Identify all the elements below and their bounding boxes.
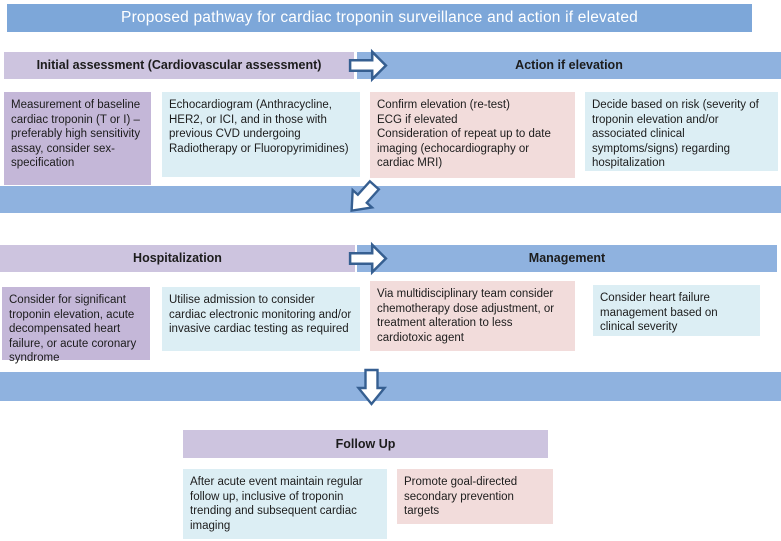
box-risk-decision: Decide based on risk (severity of tropon… xyxy=(585,92,778,171)
box-troponin-measurement: Measurement of baseline cardiac troponin… xyxy=(4,92,151,185)
down-arrow-icon xyxy=(355,368,388,406)
box-follow-up-imaging: After acute event maintain regular follo… xyxy=(183,469,387,539)
header-follow-up: Follow Up xyxy=(183,430,548,458)
box-hospitalization-criteria: Consider for significant troponin elevat… xyxy=(2,287,150,364)
header-management: Management xyxy=(357,245,777,272)
down-left-arrow-icon xyxy=(338,173,387,223)
box-echocardiogram: Echocardiogram (Anthracycline, HER2, or … xyxy=(162,92,360,177)
box-confirm-elevation: Confirm elevation (re-test) ECG if eleva… xyxy=(370,92,575,178)
connector-band-1 xyxy=(0,186,781,213)
right-arrow-icon xyxy=(348,48,388,83)
box-secondary-prevention: Promote goal-directed secondary preventi… xyxy=(397,469,553,524)
figure-title: Proposed pathway for cardiac troponin su… xyxy=(121,9,638,26)
box-heart-failure-management: Consider heart failure management based … xyxy=(593,285,760,336)
connector-band-2 xyxy=(0,372,781,401)
box-admission-monitoring: Utilise admission to consider cardiac el… xyxy=(162,287,360,351)
right-arrow-icon xyxy=(348,241,388,276)
figure-title-bar: Proposed pathway for cardiac troponin su… xyxy=(7,4,752,32)
box-mdt-chemo-adjustment: Via multidisciplinary team consider chem… xyxy=(370,281,575,351)
header-initial-assessment: Initial assessment (Cardiovascular asses… xyxy=(4,52,354,79)
header-action-if-elevation: Action if elevation xyxy=(357,52,781,79)
header-hospitalization: Hospitalization xyxy=(0,245,355,272)
